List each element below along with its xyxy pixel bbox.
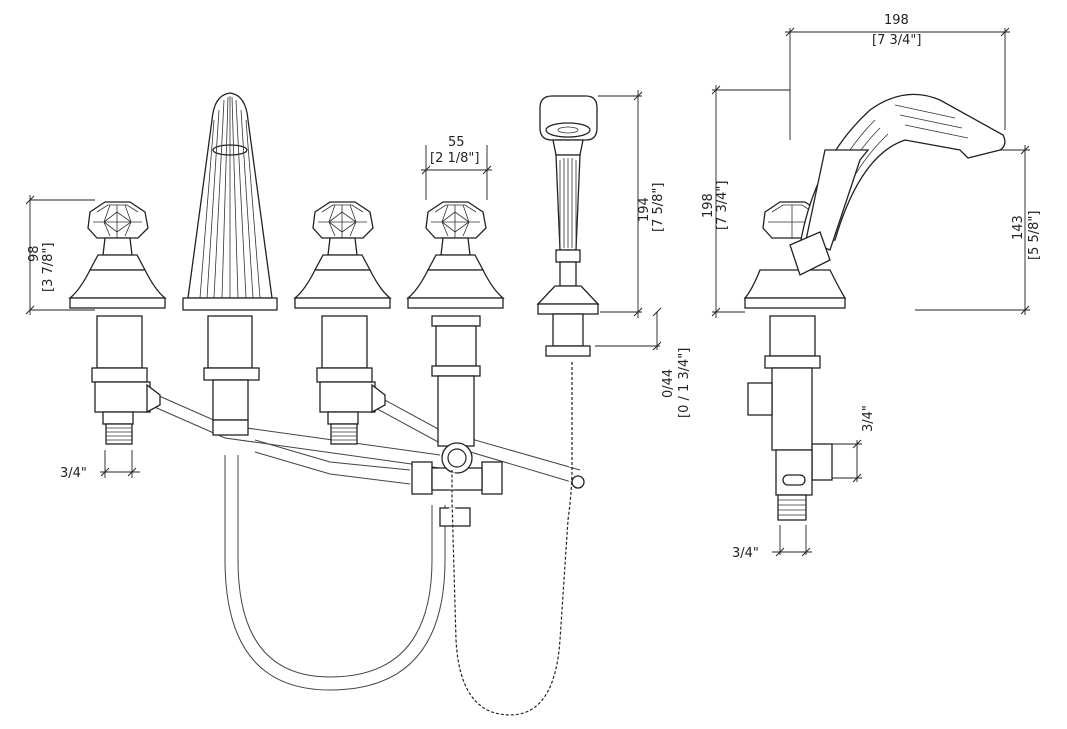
dim-handshower-height-in: [7 5/8"] [651, 183, 666, 232]
handle-middle [293, 201, 392, 445]
dimension-lines-front [25, 90, 662, 478]
dim-side-spout-height-in: [5 5/8"] [1027, 211, 1042, 260]
dimension-labels: 98 [3 7/8"] 55 [2 1/8"] 194 [7 5/8"] 0/4… [27, 13, 1042, 561]
dim-side-spout-height-mm: 143 [1011, 215, 1026, 240]
dim-deck-thickness-in: [0 / 1 3/4"] [677, 348, 692, 418]
dim-side-height-mm: 198 [701, 193, 716, 218]
dim-handle-height-in: [3 7/8"] [41, 243, 56, 292]
dim-side-width-in: [7 3/4"] [872, 33, 921, 48]
dim-inlet-side-outlet: 3/4" [861, 405, 876, 432]
dim-handle-height-mm: 98 [27, 245, 42, 262]
dim-side-width-mm: 198 [884, 13, 909, 28]
spout [182, 92, 278, 436]
dimension-lines-side [711, 27, 1030, 557]
side-view [743, 93, 1006, 521]
dim-handshower-height-mm: 194 [637, 197, 652, 222]
dim-handle-width-mm: 55 [448, 135, 465, 150]
handshower [449, 95, 600, 719]
handle-left [68, 201, 167, 445]
dim-inlet-side-bottom: 3/4" [732, 546, 759, 561]
handle-diverter [406, 201, 505, 527]
dim-handle-width-in: [2 1/8"] [430, 151, 479, 166]
dim-side-height-in: [7 3/4"] [715, 181, 730, 230]
dim-inlet-front: 3/4" [60, 466, 87, 481]
front-piping [149, 391, 581, 691]
dim-deck-thickness-mm: 0/44 [661, 369, 676, 398]
